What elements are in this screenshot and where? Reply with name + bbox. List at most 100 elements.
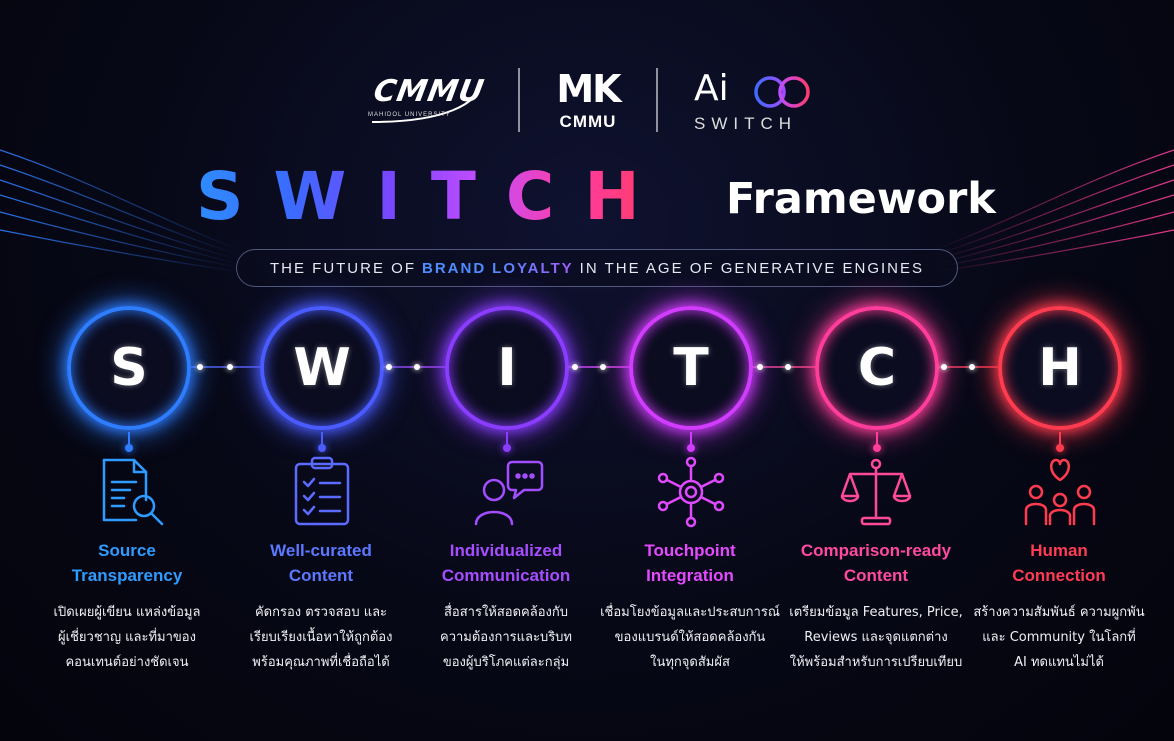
- stem-dot: [1056, 444, 1064, 452]
- stem-dot: [125, 444, 133, 452]
- logo-bar: CMMU MAHIDOL UNIVERSITY MK CMMU Ai SWITC…: [0, 64, 1174, 134]
- interlocking-rings-icon: [754, 76, 810, 108]
- pillar-ring: [445, 306, 569, 430]
- checklist-clipboard-icon: [294, 456, 350, 526]
- link-dot: [386, 364, 392, 370]
- pillar-heading-line: Source: [98, 541, 156, 560]
- stem-dot: [318, 444, 326, 452]
- pillar-description-line: เชื่อมโยงข้อมูลและประสบการณ์: [600, 605, 780, 620]
- pillar-heading-line: Transparency: [71, 566, 183, 585]
- ai-logo-subtitle: SWITCH: [694, 114, 798, 133]
- link-dot: [572, 364, 578, 370]
- stem-line: [876, 432, 878, 448]
- pillar-description-line: สื่อสารให้สอดคล้องกับ: [443, 605, 568, 620]
- pillar-circle-t: T: [629, 306, 753, 430]
- pillar-heading-line: Human: [1030, 541, 1088, 560]
- pillar-description-line: AI ทดแทนไม่ได้: [1014, 655, 1104, 670]
- mk-logo-subtitle: CMMU: [559, 112, 617, 131]
- stem-line: [128, 432, 130, 448]
- tagline-pill: THE FUTURE OF BRAND LOYALTY IN THE AGE O…: [236, 249, 958, 287]
- pillar-circle-w: W: [260, 306, 384, 430]
- pillar-heading-line: Content: [843, 566, 909, 585]
- pillar-letter: I: [497, 338, 517, 398]
- stem-dot: [503, 444, 511, 452]
- stem-line: [690, 432, 692, 448]
- pillar-letter: C: [857, 338, 897, 398]
- pillar-description-line: ความต้องการและบริบท: [440, 630, 572, 645]
- pillar-description-line: ให้พร้อมสำหรับการเปรียบเทียบ: [789, 655, 963, 670]
- link-dot: [227, 364, 233, 370]
- logo-divider: [656, 68, 658, 132]
- cmmu-logo-subtitle: MAHIDOL UNIVERSITY: [368, 112, 451, 118]
- pillar-heading-line: Touchpoint: [644, 541, 736, 560]
- pillar-description-line: เตรียมข้อมูล Features, Price,: [789, 605, 963, 620]
- tagline-post: IN THE AGE OF GENERATIVE ENGINES: [579, 259, 925, 277]
- pillar-description-line: ผู้เชี่ยวชาญ และที่มาของ: [58, 630, 196, 645]
- pillar-description: สร้างความสัมพันธ์ ความผูกพันและ Communit…: [964, 600, 1154, 675]
- ai-logo-word: Ai: [694, 68, 729, 109]
- link-dot: [600, 364, 606, 370]
- person-chat-icon: [474, 460, 544, 526]
- pillar-circle-h: H: [998, 306, 1122, 430]
- pillar-letter: H: [1038, 338, 1082, 398]
- pillar-circle-s: S: [67, 306, 191, 430]
- pillar-description: เชื่อมโยงข้อมูลและประสบการณ์ของแบรนด์ให้…: [595, 600, 785, 675]
- document-search-icon: [102, 458, 164, 526]
- swoosh-icon: [371, 79, 483, 123]
- link-dot: [785, 364, 791, 370]
- stem-line: [506, 432, 508, 448]
- link-dot: [757, 364, 763, 370]
- pillar-ring: [629, 306, 753, 430]
- pillar-letter: W: [293, 338, 351, 398]
- pillar-ring: [67, 306, 191, 430]
- title-word: Framework: [726, 174, 996, 224]
- link-dot: [197, 364, 203, 370]
- pillar-description-line: คอนเทนต์อย่างชัดเจน: [65, 655, 189, 670]
- pillar-letter: T: [673, 338, 709, 398]
- pillar-heading-line: Comparison-ready: [800, 541, 952, 560]
- pillar-ring: [815, 306, 939, 430]
- pillar-circle-c: C: [815, 306, 939, 430]
- pillar-description-line: สร้างความสัมพันธ์ ความผูกพัน: [973, 605, 1145, 620]
- title-acronym: SWITCH: [196, 158, 670, 235]
- pillar-description-line: ของผู้บริโภคแต่ละกลุ่ม: [442, 655, 570, 670]
- stem-dot: [687, 444, 695, 452]
- mk-cmmu-logo: MK CMMU: [548, 70, 628, 131]
- pillar-description-line: และ Community ในโลกที่: [982, 630, 1136, 645]
- stem-dot: [873, 444, 881, 452]
- pillar-description-line: พร้อมคุณภาพที่เชื่อถือได้: [252, 655, 390, 670]
- stem-line: [1059, 432, 1061, 448]
- logo-divider: [518, 68, 520, 132]
- pillar-description: เปิดเผยผู้เขียน แหล่งข้อมูลผู้เชี่ยวชาญ …: [32, 600, 222, 675]
- stem-line: [321, 432, 323, 448]
- pillar-heading-line: Connection: [1012, 566, 1106, 585]
- link-dot: [414, 364, 420, 370]
- cmmu-logo: CMMU MAHIDOL UNIVERSITY: [362, 70, 492, 126]
- pillar-description: เตรียมข้อมูล Features, Price, Reviews และ…: [781, 600, 971, 675]
- pillar-description: สื่อสารให้สอดคล้องกับความต้องการและบริบท…: [411, 600, 601, 675]
- pillar-heading-line: Individualized: [449, 541, 563, 560]
- pillar-description-line: ในทุกจุดสัมผัส: [650, 655, 730, 670]
- pillar-description-line: Reviews และจุดแตกต่าง: [804, 630, 948, 645]
- pillar-description-line: ของแบรนด์ให้สอดคล้องกัน: [614, 630, 766, 645]
- pillar-description: คัดกรอง ตรวจสอบ และเรียบเรียงเนื้อหาให้ถ…: [226, 600, 416, 675]
- pillar-description-line: คัดกรอง ตรวจสอบ และ: [254, 605, 388, 620]
- tagline-highlight-loyalty: LOYALTY: [492, 259, 574, 277]
- pillar-description-line: เรียบเรียงเนื้อหาให้ถูกต้อง: [249, 630, 393, 645]
- pillar-letter: S: [110, 338, 148, 398]
- balance-scale-icon: [840, 458, 912, 526]
- network-hub-icon: [657, 456, 725, 528]
- pillar-heading-line: Integration: [646, 566, 734, 585]
- pillar-circle-i: I: [445, 306, 569, 430]
